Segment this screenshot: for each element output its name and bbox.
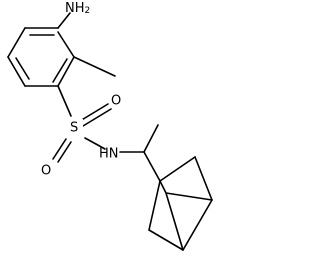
cage-bond-4: [148, 229, 184, 251]
sulfur-label-bg: [69, 119, 83, 135]
bond-ch-methyl: [143, 124, 159, 153]
cage-bond-5: [148, 180, 161, 231]
sulfur-atom-label: S: [70, 121, 78, 136]
ring-bond-c4-c5: [7, 56, 26, 87]
bond-ring-amino: [57, 12, 71, 29]
oxygen-bottom-label: O: [41, 164, 51, 179]
norbornane-cage: [148, 156, 213, 251]
bond-ring-sulfur: [57, 85, 72, 117]
molecule-structure: NH2 S O O HN: [7, 1, 213, 251]
ring-bond-c2-c3: [57, 56, 75, 87]
cage-bond-7: [165, 192, 184, 251]
amino-group-label: NH2: [65, 1, 90, 17]
ring-bond-c1-c2: [57, 31, 75, 58]
cage-bond-2: [194, 156, 213, 201]
bond-s-o-bottom-b: [57, 141, 72, 163]
bond-s-o-bottom-a: [52, 138, 67, 160]
bond-s-n: [84, 137, 106, 150]
cage-bridge-1: [165, 192, 213, 201]
ring-bond-c2-c3-inner: [52, 58, 68, 83]
oxygen-top-label: O: [111, 94, 121, 109]
bond-ch-bicycle: [143, 151, 161, 182]
ring-bond-c4-c5-inner: [15, 57, 30, 80]
cage-bond-6: [159, 180, 167, 194]
bond-ring-methyl: [73, 56, 116, 77]
bond-s-o-top-b: [82, 108, 112, 127]
amide-nh-label: HN: [99, 147, 119, 162]
cage-bond-1: [159, 156, 196, 182]
bond-s-o-top-a: [79, 103, 109, 122]
benzene-ring: [7, 27, 75, 87]
ring-bond-c5-c6: [7, 27, 26, 58]
cage-bond-3: [182, 199, 213, 251]
